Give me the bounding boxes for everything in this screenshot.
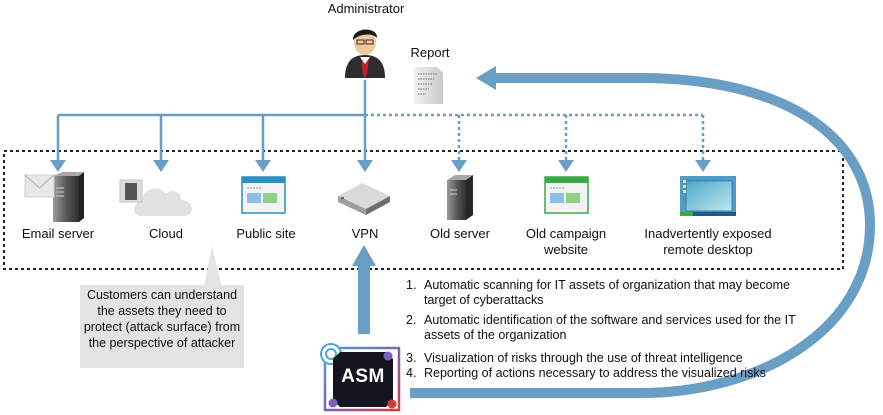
- old-server-icon: [447, 175, 473, 220]
- asm-label: ASM: [341, 366, 385, 387]
- callout-pointer: [204, 246, 222, 287]
- asset-label-public-site: Public site: [236, 226, 296, 241]
- asm-up-arrowhead: [352, 245, 376, 266]
- solid-connectors: [56, 80, 367, 162]
- arrowhead-old-campaign: [558, 160, 574, 172]
- administrator-person-icon: [345, 29, 385, 78]
- arrowheads: [50, 160, 711, 172]
- arrowhead-old-server: [451, 160, 467, 172]
- report-document-icon: [414, 67, 443, 104]
- feature-item: 3. Visualization of risks through the us…: [406, 351, 743, 365]
- public-site-icon: [241, 176, 286, 214]
- arrowhead-email-server: [50, 160, 66, 172]
- asm-up-arrow-shaft: [358, 262, 370, 334]
- arrowhead-remote-desktop: [695, 160, 711, 172]
- feature-list: 1. Automatic scanning for IT assets of o…: [406, 278, 816, 380]
- email-server-icon: [24, 172, 84, 222]
- asset-label-cloud: Cloud: [149, 226, 183, 241]
- asm-logo-icon: [320, 343, 401, 412]
- feature-item: 4. Reporting of actions necessary to add…: [406, 365, 766, 380]
- asset-label-email-server: Email server: [21, 226, 95, 241]
- old-campaign-website-icon: [544, 176, 589, 214]
- vpn-router-icon: [338, 183, 390, 215]
- administrator-label: Administrator: [327, 1, 405, 16]
- arrowhead-cloud: [153, 160, 169, 172]
- feedback-arrowhead: [476, 66, 496, 90]
- arrowhead-public-site: [255, 160, 271, 172]
- cloud-icon: [119, 179, 192, 216]
- feedback-loop-arrow: [410, 73, 876, 398]
- feature-item: 2. Automatic identification of the softw…: [406, 313, 796, 342]
- dotted-connectors: [365, 113, 705, 162]
- report-label: Report: [410, 45, 450, 60]
- asset-label-old-server: Old server: [430, 226, 490, 241]
- asset-label-vpn: VPN: [351, 226, 379, 241]
- asset-label-old-campaign-website: Old campaign website: [525, 226, 607, 257]
- asset-scope-box: [3, 150, 844, 270]
- asset-label-remote-desktop: Inadvertently exposed remote desktop: [644, 226, 772, 257]
- remote-desktop-icon: [680, 176, 736, 216]
- callout-box: Customers can understand the assets they…: [80, 285, 244, 368]
- feature-item: 1. Automatic scanning for IT assets of o…: [406, 278, 790, 307]
- callout-text: Customers can understand the assets they…: [83, 288, 241, 350]
- arrowhead-vpn: [357, 160, 373, 172]
